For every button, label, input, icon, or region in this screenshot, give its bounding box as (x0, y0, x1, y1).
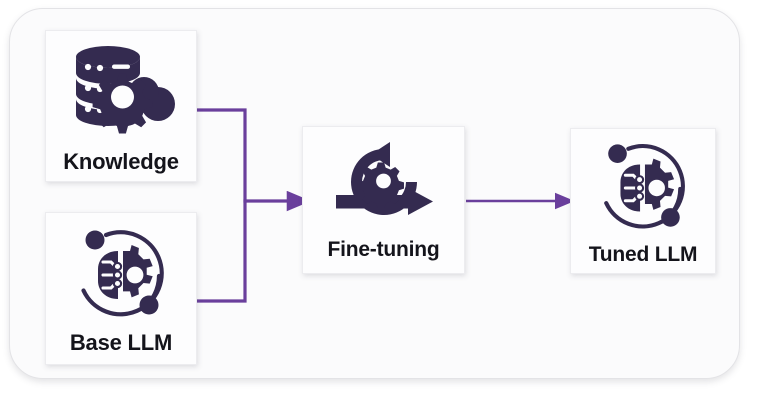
node-fine-tuning[interactable]: Fine-tuning (302, 126, 465, 274)
node-tuned-llm[interactable]: Tuned LLM (570, 128, 716, 274)
node-tuned-llm-label: Tuned LLM (588, 242, 698, 266)
brain-gear-orbit-icon (70, 224, 172, 324)
database-gear-icon (66, 42, 176, 142)
node-base-llm-label: Base LLM (69, 329, 173, 355)
node-fine-tuning-label: Fine-tuning (327, 238, 440, 261)
node-base-llm[interactable]: Base LLM (45, 212, 197, 365)
cycle-gear-arrow-icon (330, 140, 438, 228)
node-knowledge[interactable]: Knowledge (45, 30, 197, 182)
node-knowledge-label: Knowledge (63, 148, 179, 174)
brain-gear-orbit-icon (593, 138, 693, 236)
